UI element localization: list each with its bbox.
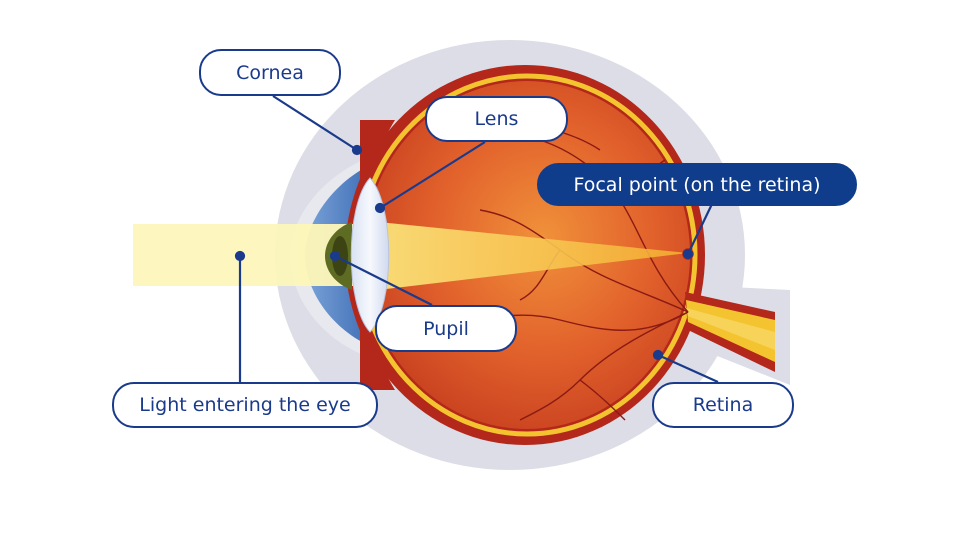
- ciliary-body: [360, 120, 395, 390]
- retina-leader: [657, 353, 719, 384]
- focal-leader-dot: [682, 248, 694, 260]
- lens-leader-dot: [374, 202, 386, 214]
- lens-leader: [379, 141, 486, 209]
- focal-leader: [687, 203, 713, 255]
- retina-leader-dot: [652, 349, 664, 361]
- cornea-leader: [272, 95, 358, 151]
- light-leader-dot: [234, 250, 246, 262]
- pupil-leader: [334, 255, 433, 306]
- pupil-label: Pupil: [375, 305, 517, 352]
- light-entering-label: Light entering the eye: [112, 382, 378, 428]
- cornea-label: Cornea: [199, 49, 341, 96]
- retina-label: Retina: [652, 382, 794, 428]
- lens-label: Lens: [425, 96, 568, 142]
- leader-lines: [234, 95, 719, 384]
- cornea-leader-dot: [351, 144, 363, 156]
- lens-shape: [350, 177, 390, 333]
- focal-point-label: Focal point (on the retina): [537, 163, 857, 206]
- optic-nerve-core: [686, 308, 775, 350]
- focus-cone: [378, 222, 688, 290]
- pupil-leader-dot: [329, 250, 341, 262]
